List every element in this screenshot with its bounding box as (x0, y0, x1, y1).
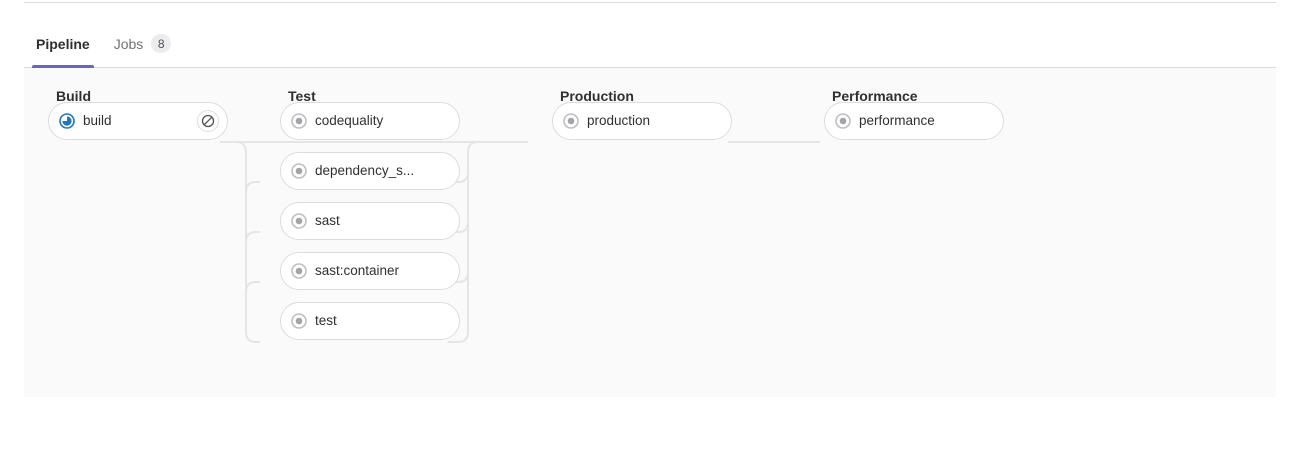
job-name-sast-container: sast:container (315, 264, 400, 278)
stage-performance: Performance performance (808, 68, 1080, 152)
job-pill-test[interactable]: test (280, 302, 460, 340)
job-pill-production[interactable]: production (552, 102, 732, 140)
job-pill-build[interactable]: build (48, 102, 228, 140)
status-created-icon (835, 113, 851, 129)
top-divider (24, 2, 1276, 3)
job-pill-dependency-scanning[interactable]: dependency_s... (280, 152, 460, 190)
job-name-dependency-scanning: dependency_s... (315, 164, 415, 178)
status-created-icon (563, 113, 579, 129)
pipeline-graph: Build build (24, 68, 1276, 397)
job-pill-sast-container[interactable]: sast:container (280, 252, 460, 290)
connector-to-sast (245, 231, 260, 243)
stage-production-title: Production (560, 88, 634, 104)
stage-performance-title: Performance (832, 88, 918, 104)
job-name-build: build (83, 114, 112, 128)
tab-jobs-count-badge: 8 (151, 34, 172, 53)
stage-build: Build build (32, 68, 304, 152)
stage-test-jobs: codequality dependency_s... sast (280, 102, 536, 340)
status-created-icon (291, 263, 307, 279)
tab-pipeline[interactable]: Pipeline (24, 20, 102, 68)
connector-to-sastcontainer (245, 281, 260, 293)
job-pill-sast[interactable]: sast (280, 202, 460, 240)
tab-jobs[interactable]: Jobs 8 (102, 20, 184, 67)
cancel-icon[interactable] (197, 110, 219, 132)
status-created-icon (291, 113, 307, 129)
stage-performance-jobs: performance (824, 102, 1080, 140)
status-running-icon (59, 113, 75, 129)
cancel-glyph (201, 114, 215, 128)
status-created-icon (291, 313, 307, 329)
pipeline-tabbar: Pipeline Jobs 8 (24, 20, 1276, 68)
job-pill-performance[interactable]: performance (824, 102, 1004, 140)
connector-trunk-left (235, 141, 260, 343)
stage-production-jobs: production (552, 102, 808, 140)
job-name-production: production (587, 114, 651, 128)
connector-to-dependency (245, 181, 260, 193)
tab-jobs-label: Jobs (113, 35, 144, 52)
job-name-test: test (315, 314, 337, 328)
job-pill-codequality[interactable]: codequality (280, 102, 460, 140)
job-name-performance: performance (859, 114, 935, 128)
job-name-sast: sast (315, 214, 340, 228)
stage-test-title: Test (288, 88, 316, 104)
status-created-icon (291, 163, 307, 179)
stage-production: Production production (536, 68, 808, 152)
tab-pipeline-label: Pipeline (36, 35, 90, 52)
job-name-codequality: codequality (315, 114, 384, 128)
stage-build-title: Build (56, 88, 91, 104)
stage-test: Test codequality dependency_s... (264, 68, 536, 352)
status-created-icon (291, 213, 307, 229)
stage-build-jobs: build (48, 102, 304, 140)
